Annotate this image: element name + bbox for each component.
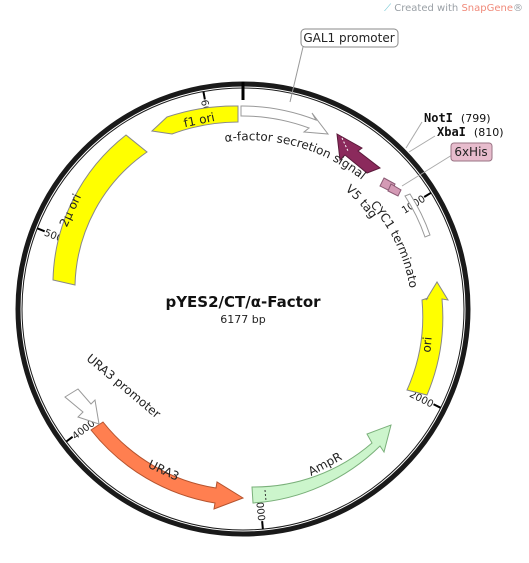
ori-label: ori: [419, 336, 434, 353]
tick-mark: [65, 436, 74, 443]
snapgene-watermark: ⟋ Created with SnapGene®: [384, 3, 523, 14]
feature-ori: [406, 281, 449, 396]
noti-site: NotI (799): [424, 111, 491, 125]
tick-mark: [423, 191, 432, 198]
gal1-label-box: [300, 28, 399, 48]
feature-2mu-ori: [52, 134, 148, 286]
his-label-box: [450, 142, 493, 162]
feature-gal1-promoter: [240, 105, 330, 135]
xbai-position: (810): [474, 126, 504, 139]
xbai-site: XbaI (810): [437, 125, 504, 139]
gal1-label: GAL1 promoter: [303, 31, 394, 45]
feature-cyc1-terminator: [404, 193, 431, 238]
feature-f1-ori: [150, 105, 239, 135]
xbai-leader-line: [408, 135, 436, 153]
his-label: 6xHis: [454, 145, 487, 159]
feature-ura3-promoter: [64, 388, 100, 425]
ampr-dashes: [264, 489, 267, 502]
tick-mark: [261, 521, 264, 530]
gal1-leader-line: [289, 46, 304, 103]
watermark-prefix: Created with: [394, 3, 462, 14]
noti-position: (799): [461, 112, 491, 125]
noti-name: NotI: [424, 111, 453, 125]
tick-mark: [36, 227, 46, 233]
plasmid-name: pYES2/CT/α-Factor: [165, 293, 321, 311]
tick-mark: [202, 91, 206, 100]
f1-ori-label: f1 ori: [182, 110, 216, 130]
watermark-brand: SnapGene: [461, 3, 513, 14]
feature-alpha-factor: [336, 133, 382, 174]
xbai-name: XbaI: [437, 125, 466, 139]
noti-leader-line: [405, 121, 423, 149]
plasmid-size: 6177 bp: [220, 313, 265, 326]
watermark-mark: ®: [513, 3, 523, 14]
tick-mark: [433, 403, 442, 409]
feature-6xhis: [387, 183, 402, 197]
feature-ura3: [90, 421, 245, 510]
his-leader-line: [401, 154, 453, 187]
watermark-icon: ⟋: [384, 3, 392, 14]
